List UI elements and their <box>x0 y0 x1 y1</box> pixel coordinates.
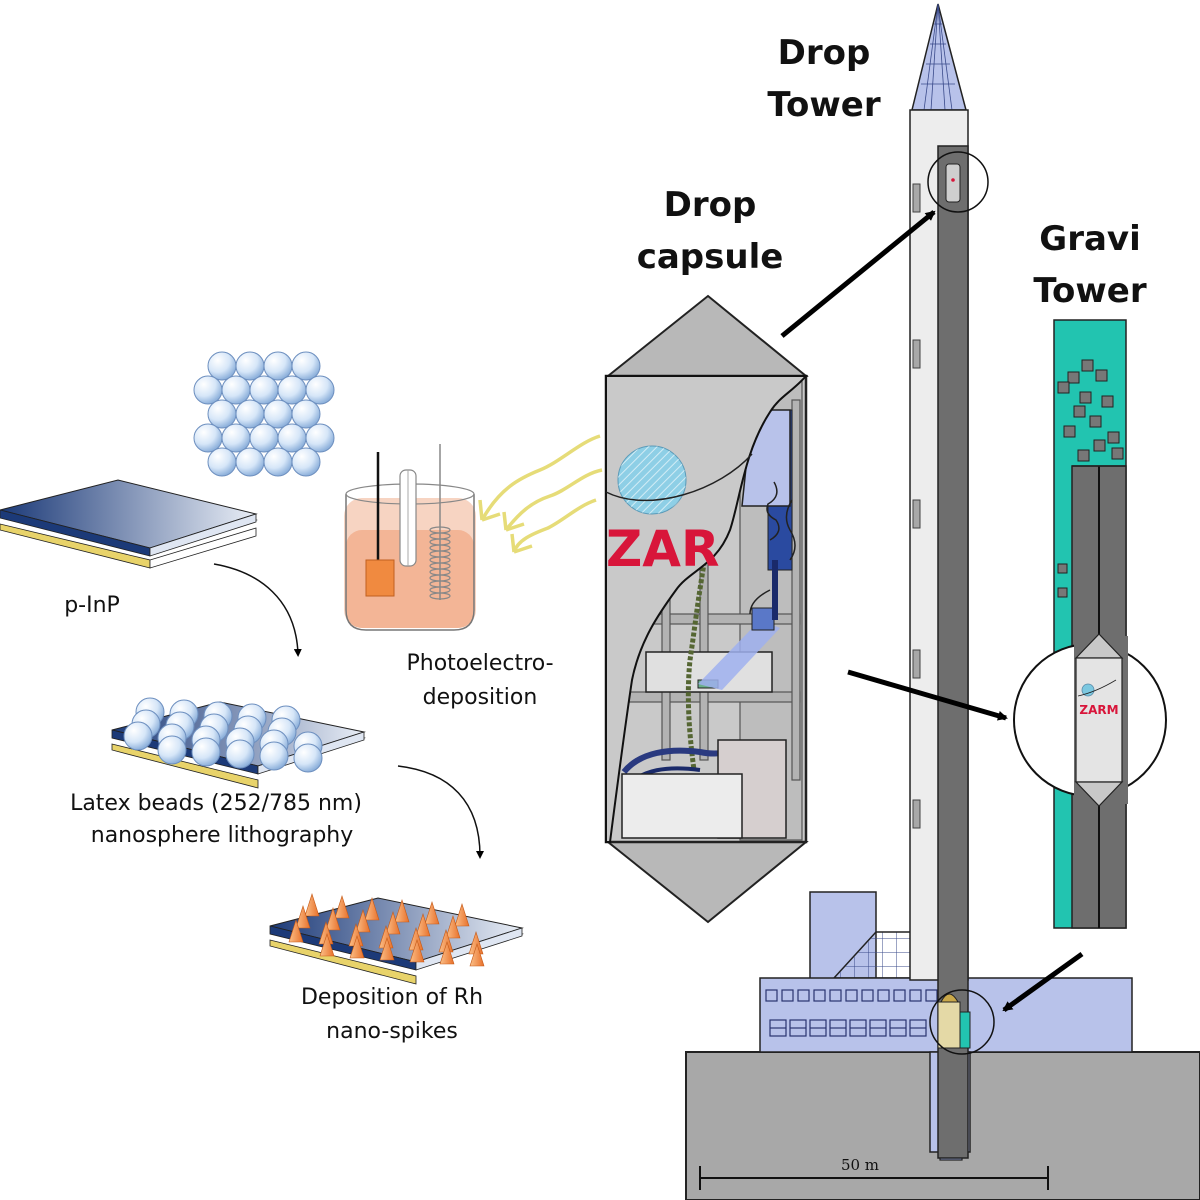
bead <box>207 399 237 429</box>
arrow-to-bottom <box>1002 951 1084 1013</box>
bead <box>259 741 289 771</box>
drop-tower-title-2: Tower <box>767 85 881 125</box>
label-latex-2: nanosphere lithography <box>91 823 354 848</box>
bead <box>249 375 279 405</box>
bead <box>293 743 323 773</box>
arrow-capsule-to-tower <box>780 210 936 338</box>
bead <box>305 423 335 453</box>
nano-spike <box>385 911 401 935</box>
bead <box>235 399 265 429</box>
building-window <box>909 989 922 1002</box>
scale-bar: 50 m <box>699 1156 1049 1190</box>
bead <box>249 423 279 453</box>
bead <box>263 351 293 381</box>
nano-spike <box>445 915 461 939</box>
nano-spike <box>469 943 485 967</box>
nano-spike <box>319 933 335 957</box>
bead <box>263 447 293 477</box>
bead-lattice <box>193 351 335 477</box>
gravi-zarm-logo: ZARM <box>1079 703 1118 717</box>
nano-spike <box>304 893 320 917</box>
spire-grid <box>921 3 955 111</box>
drop-capsule-title-2: capsule <box>637 237 784 277</box>
bead <box>193 423 223 453</box>
building-window <box>845 989 858 1002</box>
bead <box>291 351 321 381</box>
arrow-step-1 <box>213 563 302 657</box>
building-window <box>893 989 906 1002</box>
zoom-circle-bottom <box>929 989 995 1055</box>
bead <box>235 351 265 381</box>
scale-label: 50 m <box>841 1156 879 1174</box>
nano-spike <box>334 895 350 919</box>
bead <box>207 351 237 381</box>
bead <box>305 375 335 405</box>
nano-spike <box>424 901 440 925</box>
drop-tower-title-1: Drop <box>778 33 871 73</box>
arrow-to-gravi <box>847 669 1008 721</box>
bead <box>225 739 255 769</box>
tower-windows <box>912 183 921 829</box>
nano-spike <box>454 903 470 927</box>
building-window <box>781 989 794 1002</box>
nano-spike <box>379 937 395 961</box>
bead <box>277 375 307 405</box>
building-window <box>877 989 890 1002</box>
bead <box>157 735 187 765</box>
label-p-inp: p-InP <box>64 593 120 618</box>
bead <box>221 375 251 405</box>
bead <box>221 423 251 453</box>
capsule-top-cone <box>605 294 809 377</box>
bead <box>207 447 237 477</box>
gravi-blocks <box>1057 359 1124 598</box>
gravi-tower-title-1: Gravi <box>1039 219 1140 259</box>
nano-spike <box>288 919 304 943</box>
zarm-logo-text: ZAR <box>606 520 719 578</box>
bead <box>291 447 321 477</box>
bead <box>263 399 293 429</box>
building-window <box>797 989 810 1002</box>
label-rh-1: Deposition of Rh <box>301 985 483 1010</box>
building-window <box>813 989 826 1002</box>
capsule-box-left <box>621 773 743 839</box>
nano-spike <box>325 907 341 931</box>
label-rh-2: nano-spikes <box>326 1019 458 1044</box>
label-latex-1: Latex beads (252/785 nm) <box>70 791 362 816</box>
label-photoelectro-1: Photoelectro- <box>406 651 553 676</box>
bead <box>193 375 223 405</box>
coil-turn <box>429 592 451 600</box>
gravi-tower-title-2: Tower <box>1033 271 1147 311</box>
bead <box>277 423 307 453</box>
building-windows <box>765 989 938 1037</box>
nano-spike <box>439 941 455 965</box>
drop-capsule: ZAR <box>604 294 809 924</box>
wafer-beads <box>111 697 366 789</box>
label-photoelectro-2: deposition <box>423 685 538 710</box>
bead <box>123 721 153 751</box>
nano-spike <box>409 939 425 963</box>
arrow-step-2 <box>397 765 484 859</box>
wafer-spikes <box>269 893 524 985</box>
zoom-circle-top <box>927 151 989 213</box>
building-window <box>925 989 938 1002</box>
photoelectro-beaker <box>344 444 476 631</box>
nano-spike <box>364 897 380 921</box>
drop-capsule-title-1: Drop <box>664 185 757 225</box>
nano-spike <box>295 905 311 929</box>
bead <box>191 737 221 767</box>
building-window <box>765 989 778 1002</box>
bead <box>291 399 321 429</box>
nano-spike <box>349 935 365 959</box>
capsule-bottom-cone <box>605 841 809 924</box>
wafer-p-inp <box>0 479 258 569</box>
building-window <box>829 989 842 1002</box>
nano-spike <box>415 913 431 937</box>
light-rays <box>478 434 603 554</box>
nano-spike <box>355 909 371 933</box>
bead <box>235 447 265 477</box>
building-window <box>861 989 874 1002</box>
nano-spike <box>394 899 410 923</box>
